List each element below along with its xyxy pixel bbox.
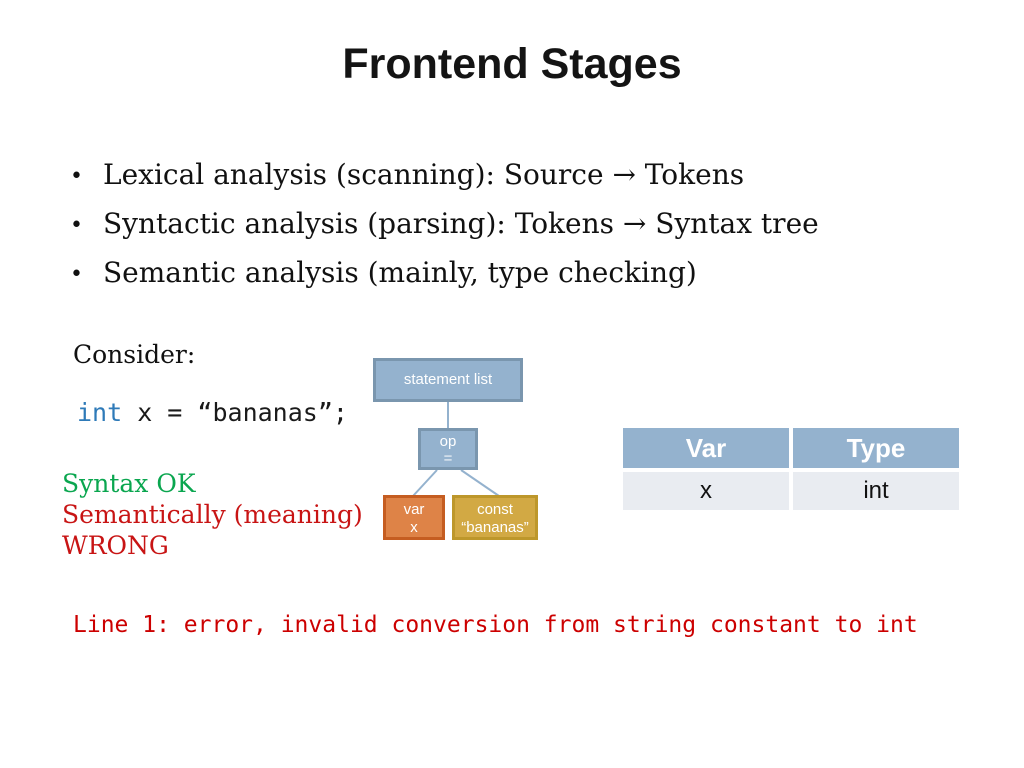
bullet-item-syntactic: • Syntactic analysis (parsing): Tokens → … (70, 199, 970, 248)
bullet-icon: • (70, 213, 83, 238)
symbol-table-cell-var: x (623, 472, 789, 510)
tree-node-op: op = (418, 428, 478, 470)
tree-node-value: x (410, 519, 418, 536)
tree-node-label: const (477, 501, 513, 518)
tree-node-value: “bananas” (461, 519, 529, 536)
slide-title: Frontend Stages (342, 40, 682, 88)
compiler-error-message: Line 1: error, invalid conversion from s… (73, 612, 918, 638)
symbol-table-header-var: Var (623, 428, 789, 468)
status-annotation: Syntax OK Semantically (meaning) WRONG (62, 468, 363, 561)
status-semantics-line2: WRONG (62, 531, 169, 560)
bullet-text: Lexical analysis (scanning): Source → To… (103, 158, 745, 191)
symbol-table-cell-type: int (793, 472, 959, 510)
status-syntax-ok: Syntax OK (62, 469, 196, 498)
tree-node-label: op (439, 433, 457, 450)
bullet-item-lexical: • Lexical analysis (scanning): Source → T… (70, 150, 970, 199)
bullet-text: Syntactic analysis (parsing): Tokens → S… (103, 207, 819, 240)
code-snippet: int x = “bananas”; (77, 398, 348, 427)
consider-label: Consider: (73, 340, 196, 369)
status-semantics-line1: Semantically (meaning) (62, 500, 363, 529)
symbol-table-header-row: Var Type (623, 428, 959, 468)
symbol-table-data-row: x int (623, 472, 959, 510)
tree-node-label: var (403, 501, 425, 518)
tree-node-value: = (443, 450, 453, 467)
tree-node-var: var x (383, 495, 445, 540)
tree-node-statement-list: statement list (373, 358, 523, 402)
bullet-item-semantic: • Semantic analysis (mainly, type checkin… (70, 248, 970, 297)
bullet-icon: • (70, 262, 83, 287)
bullet-list: • Lexical analysis (scanning): Source → T… (70, 150, 970, 297)
bullet-text: Semantic analysis (mainly, type checking… (103, 256, 697, 289)
symbol-table-header-type: Type (793, 428, 959, 468)
tree-node-const: const “bananas” (452, 495, 538, 540)
bullet-icon: • (70, 164, 83, 189)
tree-node-label: statement list (403, 371, 493, 388)
code-rest: x = “bananas”; (122, 398, 348, 427)
code-keyword: int (77, 398, 123, 427)
symbol-table: Var Type x int (623, 428, 959, 510)
